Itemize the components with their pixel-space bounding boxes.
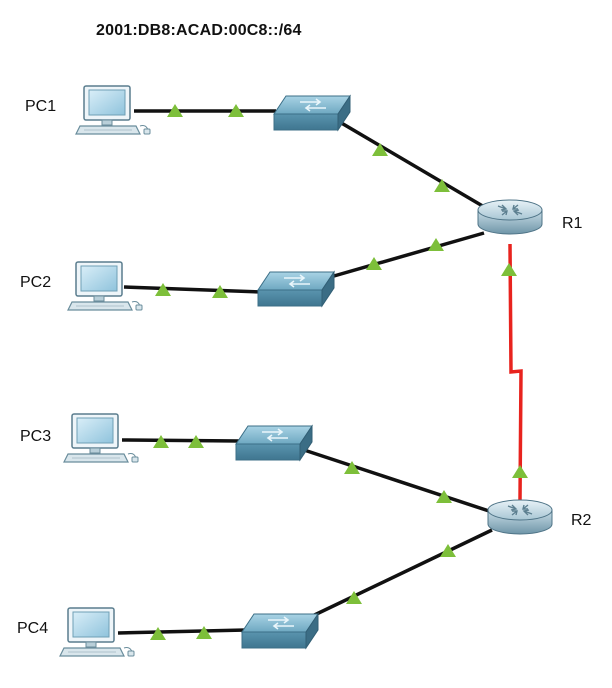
- pc2-label: PC2: [20, 274, 52, 291]
- serial-link-r1-r2: [508, 243, 523, 501]
- pc4-label: PC4: [17, 620, 49, 637]
- link-pc4-sw4: [117, 628, 247, 635]
- network-address-title: 2001:DB8:ACAD:00C8::/64: [96, 22, 302, 39]
- switch4-icon[interactable]: [241, 613, 319, 649]
- link-up-triangle: [440, 544, 456, 557]
- link-sw2-r1: [319, 231, 485, 282]
- link-sw1-r1: [337, 119, 487, 210]
- r2-label: R2: [571, 512, 592, 529]
- r1-label: R1: [562, 215, 583, 232]
- link-sw4-r2: [303, 528, 493, 622]
- switch2-icon[interactable]: [257, 271, 335, 307]
- switch1-icon[interactable]: [273, 95, 351, 131]
- link-sw3-r2: [297, 446, 493, 514]
- link-up-indicators: [150, 104, 528, 640]
- link-pc3-sw3: [121, 438, 241, 443]
- link-pc2-sw2: [123, 285, 263, 294]
- link-up-triangle: [512, 465, 528, 478]
- pc3-icon[interactable]: [63, 413, 139, 463]
- router-r1-icon[interactable]: [477, 199, 543, 235]
- link-up-triangle: [501, 263, 517, 276]
- pc1-label: PC1: [25, 98, 57, 115]
- switch3-icon[interactable]: [235, 425, 313, 461]
- router-r2-icon[interactable]: [487, 499, 553, 535]
- pc3-label: PC3: [20, 428, 52, 445]
